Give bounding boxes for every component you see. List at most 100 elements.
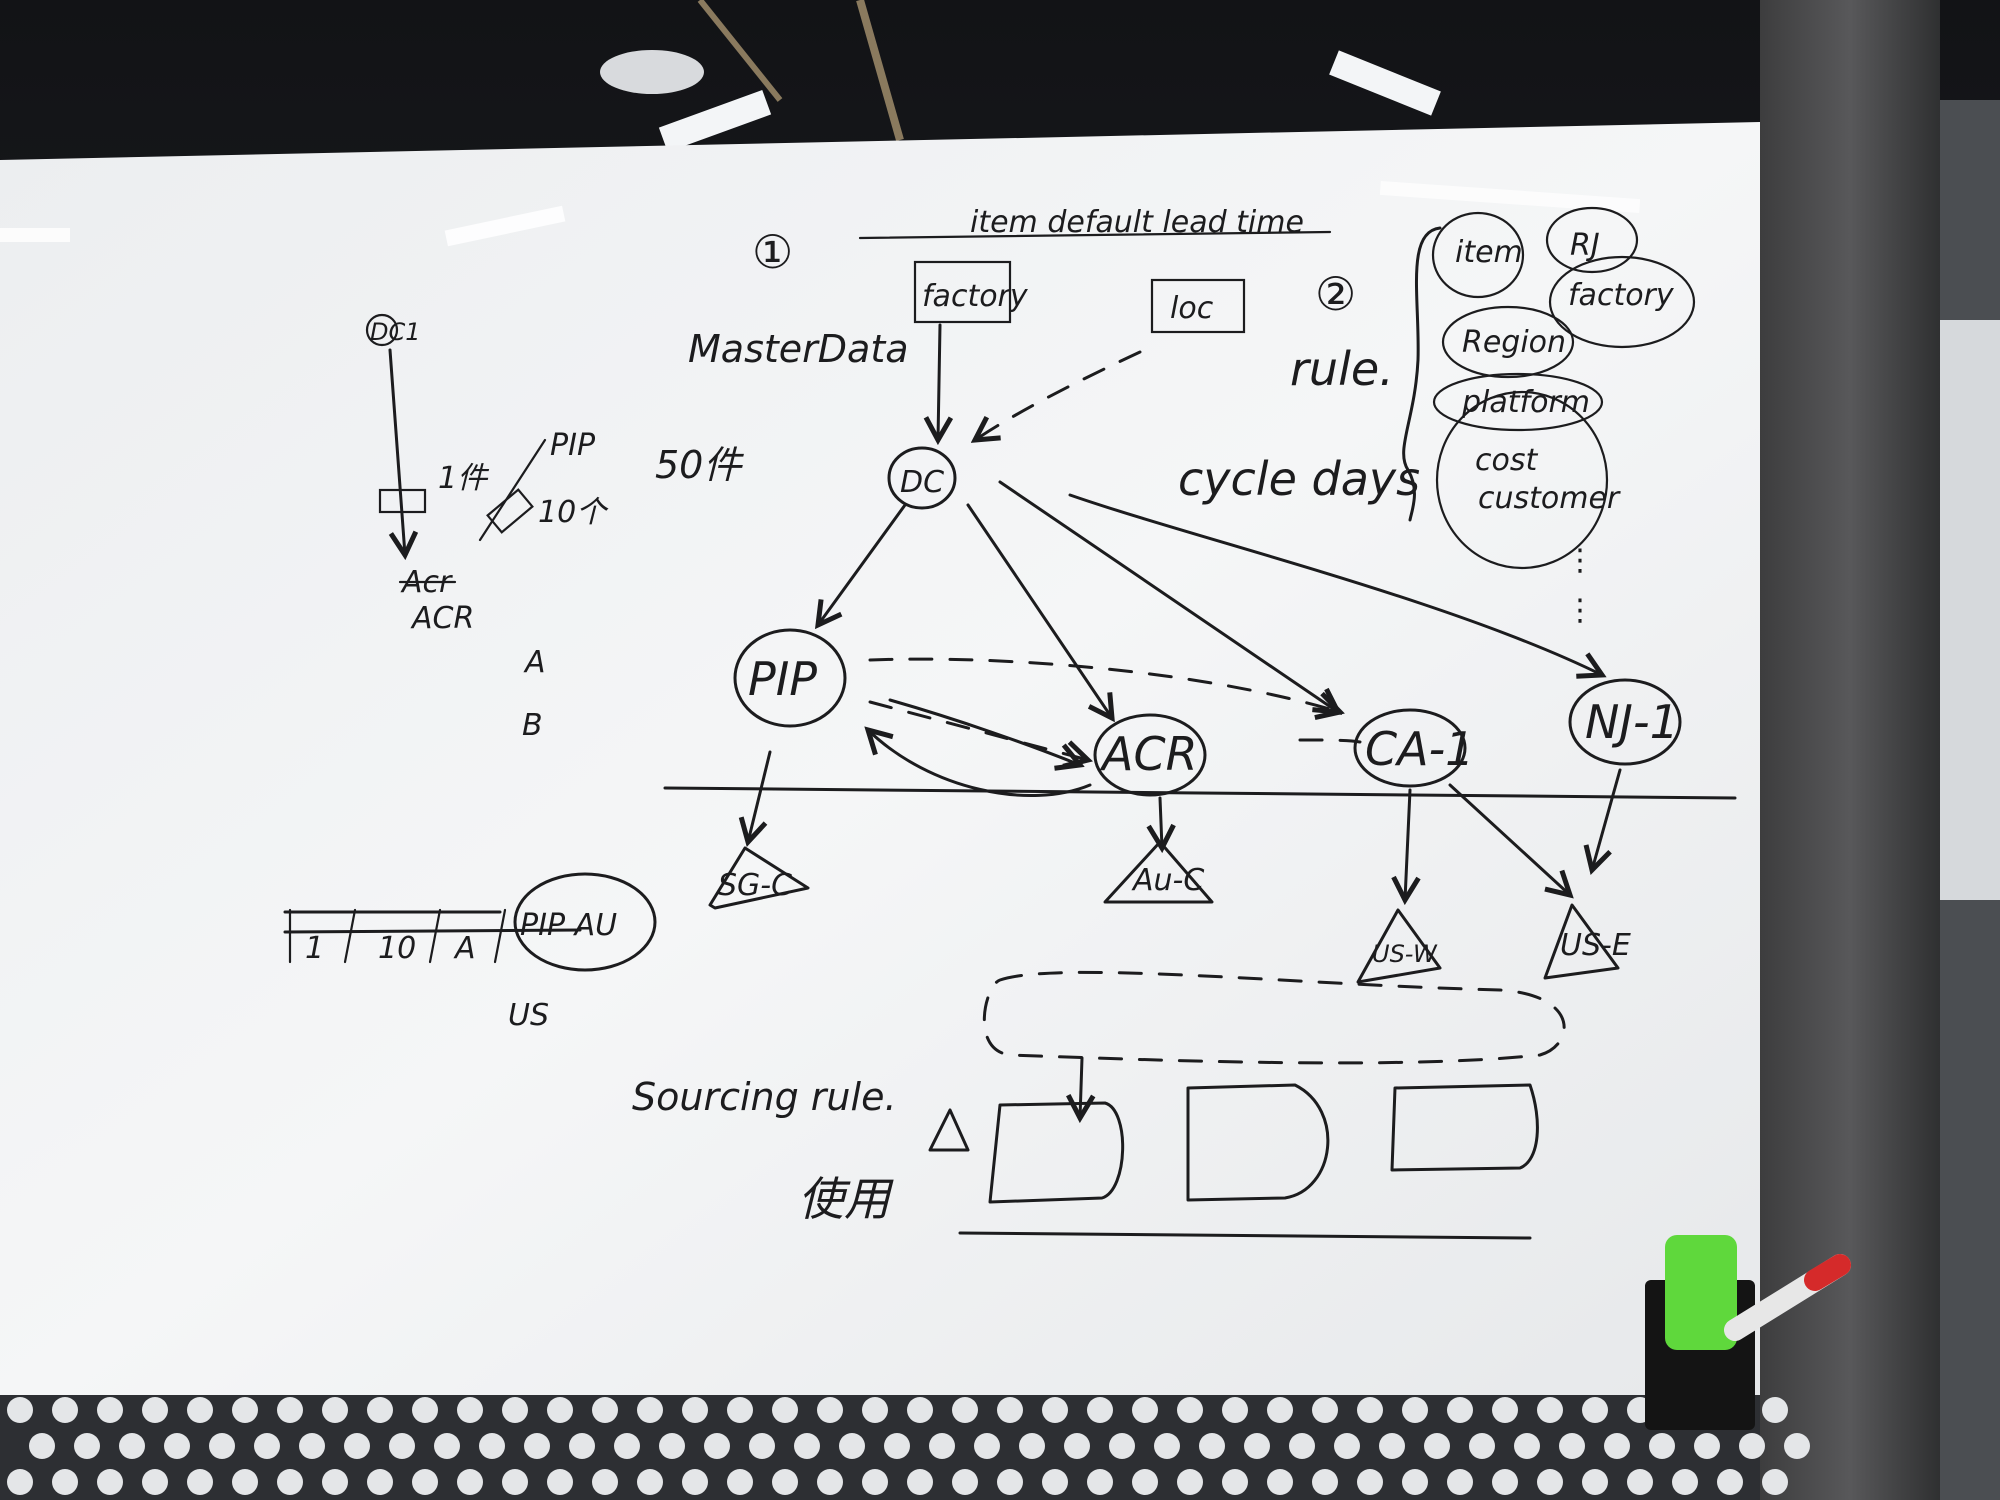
frosted-dot-pattern	[7, 1397, 1810, 1495]
fifty-label: 50件	[655, 443, 744, 487]
rule-ellipsis: ⋮	[1565, 543, 1595, 578]
frosted-dot	[7, 1397, 33, 1423]
board-glare	[444, 205, 566, 247]
frosted-dot	[412, 1469, 438, 1495]
rule-factory-circle	[1548, 255, 1696, 349]
dc1-label: DC1	[370, 318, 421, 346]
factory-box	[913, 260, 1012, 324]
divider-line	[663, 786, 1737, 800]
frosted-dot	[1402, 1397, 1428, 1423]
edge-pip-ca1	[868, 657, 1340, 712]
frosted-dot	[97, 1469, 123, 1495]
table-cell: A	[453, 931, 476, 966]
frosted-dot	[254, 1433, 280, 1459]
frosted-dot	[952, 1469, 978, 1495]
frosted-dot	[1672, 1469, 1698, 1495]
edge-loc-dc	[975, 350, 1142, 440]
node-acr-circle	[1093, 713, 1207, 797]
frosted-dot	[232, 1397, 258, 1423]
sourcing-arrow	[1080, 1056, 1082, 1118]
frosted-dot	[794, 1433, 820, 1459]
rule-factory: factory	[1568, 278, 1675, 313]
rule-region-circle	[1441, 305, 1575, 379]
masterdata-label: MasterData	[688, 327, 909, 371]
ceiling-pipe	[697, 0, 783, 102]
frosted-dot	[209, 1433, 235, 1459]
ceiling-wifi-ap	[600, 50, 704, 94]
sourcing-box-1	[988, 1101, 1125, 1204]
marker-1: ①	[752, 225, 793, 279]
frosted-dot	[547, 1397, 573, 1423]
frosted-dot	[547, 1469, 573, 1495]
frosted-dot	[1694, 1433, 1720, 1459]
frosted-dot	[1492, 1397, 1518, 1423]
frosted-dot	[187, 1397, 213, 1423]
frosted-dot	[457, 1397, 483, 1423]
sourcing-rule-area: Sourcing rule. 使用	[632, 1056, 1539, 1240]
frosted-dot	[232, 1469, 258, 1495]
frosted-dot	[367, 1397, 393, 1423]
frosted-dot	[1447, 1469, 1473, 1495]
frosted-dot	[659, 1433, 685, 1459]
frosted-dot	[1762, 1469, 1788, 1495]
frosted-dot	[974, 1433, 1000, 1459]
node-pip-label: PIP	[748, 652, 817, 706]
table-row-line	[283, 928, 582, 934]
node-pip-circle	[733, 628, 847, 728]
sourcing-box-2	[1186, 1083, 1330, 1202]
left-qty-1: 1件	[438, 461, 490, 496]
node-ca1-circle	[1353, 708, 1467, 788]
table-sep	[343, 908, 357, 964]
edge-pip-acr	[888, 698, 1080, 765]
frosted-dot	[862, 1469, 888, 1495]
frosted-dot	[502, 1397, 528, 1423]
frosted-dot	[74, 1433, 100, 1459]
frosted-dot	[142, 1397, 168, 1423]
frosted-dot	[1312, 1397, 1338, 1423]
frosted-dot	[592, 1397, 618, 1423]
frosted-dot	[1402, 1469, 1428, 1495]
frosted-dot	[772, 1469, 798, 1495]
frosted-dot	[907, 1397, 933, 1423]
table-sep	[428, 908, 442, 964]
frosted-dot	[524, 1433, 550, 1459]
frosted-dot	[29, 1433, 55, 1459]
frosted-dot	[1739, 1433, 1765, 1459]
left-notes: DC1 PIP 1件 10个 Acr ACR A B 50件	[365, 313, 744, 743]
frosted-dot	[997, 1397, 1023, 1423]
frosted-dot	[1222, 1397, 1248, 1423]
frosted-dot	[1087, 1397, 1113, 1423]
pillar	[1760, 0, 1940, 1500]
dest-au-label: Au-C	[1131, 863, 1204, 898]
network-diagram: DC PIP ACR CA-1 NJ-1 SG-C	[663, 323, 1737, 1065]
left-a: A	[523, 645, 546, 680]
frosted-dot	[637, 1469, 663, 1495]
frosted-dot	[1042, 1397, 1068, 1423]
frosted-dot	[52, 1469, 78, 1495]
brace	[1402, 226, 1442, 522]
frosted-dot	[1469, 1433, 1495, 1459]
frosted-dot	[1244, 1433, 1270, 1459]
frosted-dot	[7, 1469, 33, 1495]
frosted-dot	[704, 1433, 730, 1459]
edge-dc-nj1	[1068, 493, 1602, 675]
frosted-dot	[929, 1433, 955, 1459]
dashed-region	[982, 970, 1566, 1065]
dc1-circle	[365, 313, 399, 347]
frosted-dot	[322, 1469, 348, 1495]
frosted-dot	[884, 1433, 910, 1459]
frosted-dot	[682, 1397, 708, 1423]
us-label: US	[508, 998, 549, 1033]
ceiling-pipe	[856, 0, 904, 142]
frosted-dot	[119, 1433, 145, 1459]
table-sep	[493, 908, 507, 964]
frosted-dot	[1199, 1433, 1225, 1459]
frosted-dot	[1042, 1469, 1068, 1495]
frosted-dot	[907, 1469, 933, 1495]
pip-au-circle	[513, 872, 657, 972]
whiteboard-surface	[0, 122, 1760, 1420]
frosted-dot	[592, 1469, 618, 1495]
frosted-dot	[1717, 1469, 1743, 1495]
edge-acr-au	[1160, 796, 1162, 848]
sourcing-underline	[958, 1231, 1532, 1240]
